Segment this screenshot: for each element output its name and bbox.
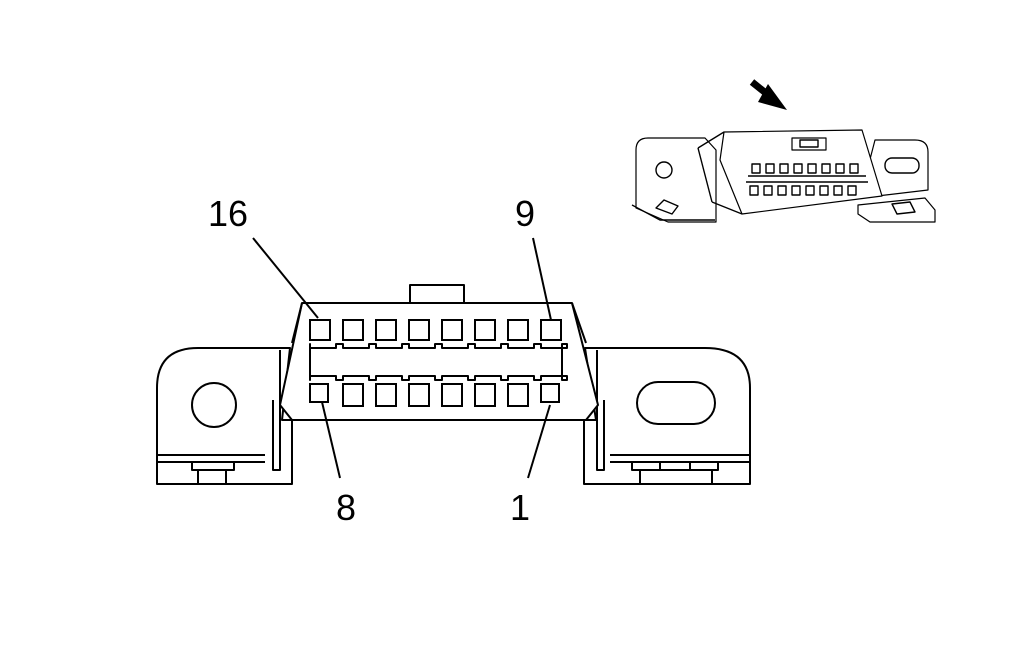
leader-line-8 — [321, 401, 341, 479]
locator-inset — [631, 79, 936, 223]
pin-bottom-4 — [441, 383, 463, 407]
inset-pin — [763, 185, 773, 196]
leader-line-1 — [527, 404, 551, 479]
inset-pin — [819, 185, 829, 196]
inset-pin — [835, 163, 845, 174]
pin-bottom-5 — [408, 383, 430, 407]
leader-line-16 — [252, 237, 319, 319]
pin-bottom-3 — [474, 383, 496, 407]
pin-bottom-7 — [342, 383, 364, 407]
inset-pin — [749, 185, 759, 196]
pin-top-16 — [309, 319, 331, 341]
pin-row-bottom — [309, 383, 560, 407]
pin-top-14 — [375, 319, 397, 341]
pin-label-1: 1 — [510, 487, 530, 528]
pin-label-16: 16 — [208, 193, 248, 234]
inset-pin — [805, 185, 815, 196]
inset-pin — [777, 185, 787, 196]
left-mounting-bracket — [156, 347, 293, 485]
pin-top-15 — [342, 319, 364, 341]
left-mounting-hole — [191, 382, 237, 428]
inset-pin — [791, 185, 801, 196]
pin-bottom-1 — [540, 383, 560, 403]
pin-top-12 — [441, 319, 463, 341]
locking-tab — [409, 284, 465, 304]
right-mounting-bracket — [583, 347, 751, 485]
pin-row-top — [309, 319, 562, 341]
pin-top-13 — [408, 319, 430, 341]
inset-pin — [847, 185, 857, 196]
inset-pin — [849, 163, 859, 174]
pin-bottom-8 — [309, 383, 329, 403]
pin-label-8: 8 — [336, 487, 356, 528]
inset-pin — [765, 163, 775, 174]
pin-bottom-2 — [507, 383, 529, 407]
inset-pin — [821, 163, 831, 174]
main-connector: 16 9 8 1 — [156, 193, 751, 528]
pin-label-9: 9 — [515, 193, 535, 234]
inset-pin-grid — [746, 163, 868, 196]
arrow-icon — [749, 79, 787, 110]
inset-cavity-line — [746, 175, 868, 183]
inset-pin — [751, 163, 761, 174]
pin-cavity-outline — [309, 343, 568, 381]
pin-top-9 — [540, 319, 562, 341]
inset-pin — [807, 163, 817, 174]
pin-top-11 — [474, 319, 496, 341]
pin-bottom-6 — [375, 383, 397, 407]
inset-pin — [833, 185, 843, 196]
inset-pin — [793, 163, 803, 174]
pin-cavity — [309, 343, 568, 381]
inset-pin — [779, 163, 789, 174]
pin-top-10 — [507, 319, 529, 341]
right-mounting-slot — [636, 381, 716, 425]
leader-line-9 — [532, 237, 552, 321]
